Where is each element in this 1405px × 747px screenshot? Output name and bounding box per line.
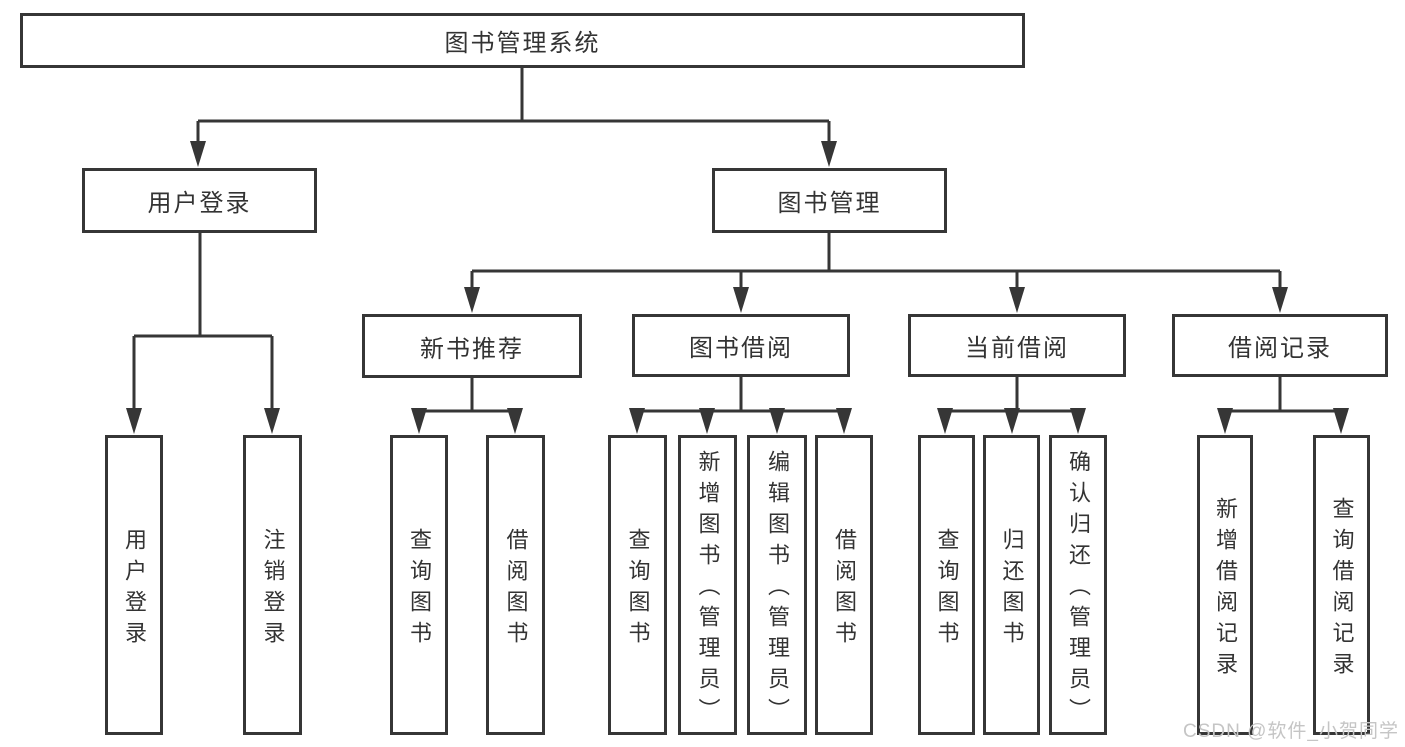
node-library-management-system: 图书管理系统 [20,13,1025,68]
arrowhead [821,141,837,167]
watermark: CSDN @软件_小贺同学 [1183,721,1399,742]
leaf-query-books-3: 查询图书 [918,435,975,735]
node-label: 确认归还（管理员） [1066,450,1091,729]
leaf-confirm-return-admin: 确认归还（管理员） [1049,435,1107,735]
node-label: 编辑图书（管理员） [765,450,790,729]
arrowhead [1004,408,1020,434]
node-label: 新增图书（管理员） [695,450,721,729]
node-new-book-recommend: 新书推荐 [362,314,582,378]
node-label: 当前借阅 [965,335,1069,362]
arrowhead [629,408,645,434]
arrowhead [769,408,785,434]
node-label: 归还图书 [999,527,1025,652]
arrowhead [1217,408,1233,434]
node-label: 查询借阅记录 [1329,496,1355,683]
arrowhead [1333,408,1349,434]
node-label: 借阅记录 [1228,335,1332,362]
leaf-borrow-books-2: 借阅图书 [815,435,873,735]
arrowhead [733,287,749,313]
arrowhead [264,408,280,434]
arrowhead [1272,287,1288,313]
node-label: 新增借阅记录 [1213,496,1238,683]
leaf-edit-books-admin: 编辑图书（管理员） [747,435,807,735]
leaf-add-books-admin: 新增图书（管理员） [678,435,737,735]
node-book-borrow: 图书借阅 [632,314,850,377]
node-label: 查询图书 [625,527,651,652]
node-user-login: 用户登录 [82,168,317,233]
arrowhead [1009,287,1025,313]
node-book-management: 图书管理 [712,168,947,233]
arrowhead [464,287,480,313]
node-label: 图书借阅 [689,335,793,362]
node-label: 图书管理 [777,190,882,217]
arrowhead [699,408,715,434]
leaf-query-books-1: 查询图书 [390,435,448,735]
arrowhead [190,141,206,167]
node-label: 图书管理系统 [444,30,601,57]
node-label: 查询图书 [407,527,432,652]
node-label: 用户登录 [122,527,147,652]
arrowhead [411,408,427,434]
node-current-borrow: 当前借阅 [908,314,1126,377]
arrowhead [126,408,142,434]
leaf-query-books-2: 查询图书 [608,435,667,735]
leaf-borrow-books-1: 借阅图书 [486,435,545,735]
leaf-add-borrow-record: 新增借阅记录 [1197,435,1253,735]
node-label: 新书推荐 [420,335,524,363]
node-label: 借阅图书 [832,527,857,652]
leaf-query-borrow-record: 查询借阅记录 [1313,435,1370,735]
leaf-return-books: 归还图书 [983,435,1040,735]
node-label: 借阅图书 [503,527,529,652]
leaf-logout: 注销登录 [243,435,302,735]
arrowhead [937,408,953,434]
node-borrow-records: 借阅记录 [1172,314,1388,377]
arrowhead [507,408,523,434]
node-label: 查询图书 [934,527,960,652]
node-label: 用户登录 [147,190,252,217]
node-label: 注销登录 [260,527,286,652]
leaf-user-login: 用户登录 [105,435,163,735]
arrowhead [1070,408,1086,434]
arrowhead [836,408,852,434]
